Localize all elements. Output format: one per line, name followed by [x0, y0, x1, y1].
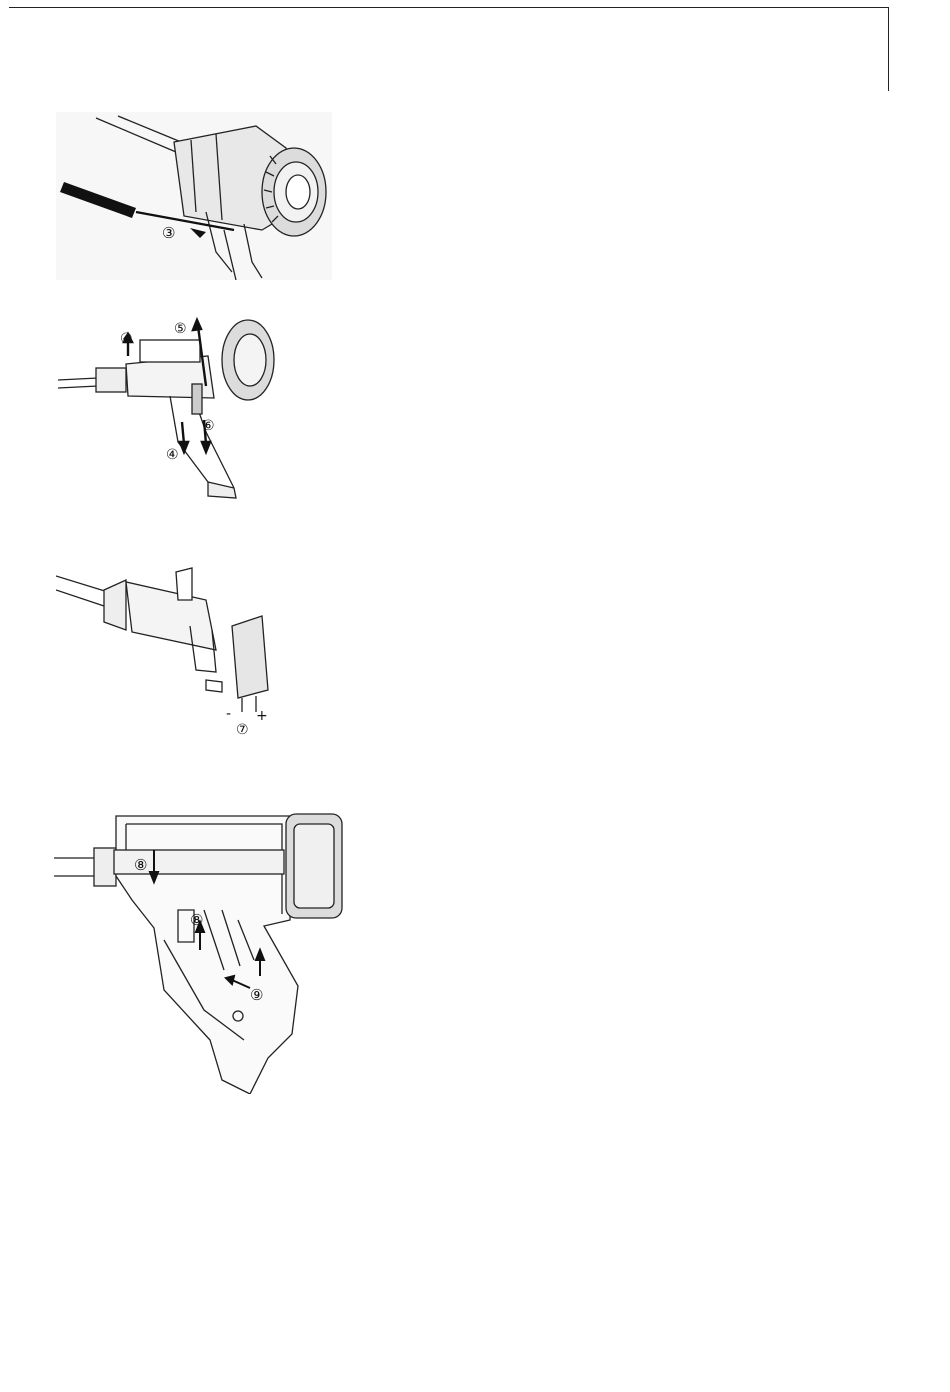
figure-steps-8-9: ⑧ ⑧ ⑨ [54, 810, 346, 1094]
step-label-4-bottom: ④ [166, 447, 179, 463]
step-label-6: ⑥ [202, 418, 215, 434]
figure-steps-4-6-drawing: ④ ⑤ ⑥ ④ [58, 312, 282, 506]
step-label-8-middle: ⑧ [190, 911, 203, 929]
figure-steps-8-9-drawing: ⑧ ⑧ ⑨ [54, 810, 346, 1094]
step-label-9: ⑨ [250, 986, 263, 1004]
figure-step-7: - + ⑦ [56, 560, 280, 738]
step-label-7: ⑦ [236, 722, 249, 738]
pin-minus-label: - [226, 706, 231, 722]
figure-step-7-drawing: - + ⑦ [56, 560, 280, 738]
pin-plus-label: + [256, 708, 268, 724]
step-label-5: ⑤ [174, 321, 187, 337]
step-label-3: ③ [162, 224, 175, 242]
figure-step-3: ③ [56, 112, 332, 280]
figure-steps-4-6: ④ ⑤ ⑥ ④ [58, 312, 282, 506]
header-rule [9, 7, 889, 8]
step-label-4-top: ④ [120, 331, 133, 347]
header-side-rule [888, 7, 889, 91]
step-label-8-top: ⑧ [134, 856, 147, 874]
figure-step-3-drawing: ③ [56, 112, 332, 280]
